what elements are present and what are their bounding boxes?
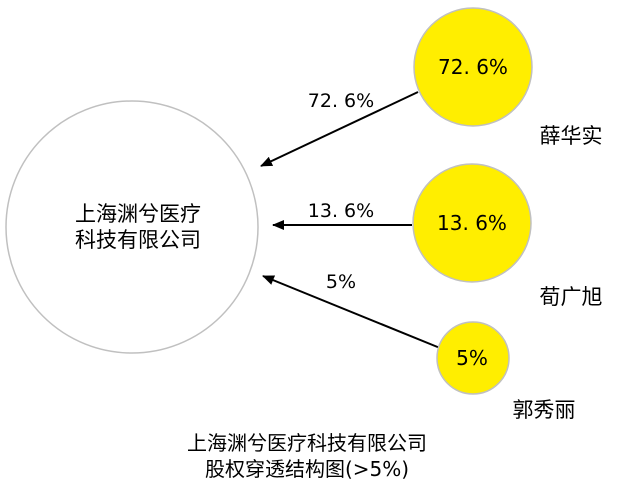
shareholder-node-1	[413, 7, 533, 127]
edge-label-2: 13. 6%	[308, 200, 374, 222]
shareholder-name-2: 荀广旭	[540, 285, 603, 309]
shareholder-name-3: 郭秀丽	[513, 398, 576, 422]
company-name-line2: 科技有限公司	[75, 228, 201, 252]
company-node	[5, 100, 259, 354]
edge-arrow-1	[260, 91, 419, 167]
shareholder-node-3	[436, 321, 510, 395]
edge-arrow-3	[262, 275, 441, 349]
shareholder-node-label-1: 72. 6%	[438, 55, 508, 79]
caption-line1: 上海渊兮医疗科技有限公司	[187, 431, 427, 455]
shareholder-node-label-3: 5%	[456, 346, 488, 370]
shareholder-name-1: 薛华实	[540, 124, 603, 148]
company-name-line1: 上海渊兮医疗	[75, 202, 201, 226]
caption-line2: 股权穿透结构图(>5%)	[205, 457, 409, 481]
edge-label-3: 5%	[326, 271, 356, 293]
shareholder-node-label-2: 13. 6%	[437, 211, 507, 235]
shareholder-node-2	[412, 163, 532, 283]
edge-label-1: 72. 6%	[308, 90, 374, 112]
